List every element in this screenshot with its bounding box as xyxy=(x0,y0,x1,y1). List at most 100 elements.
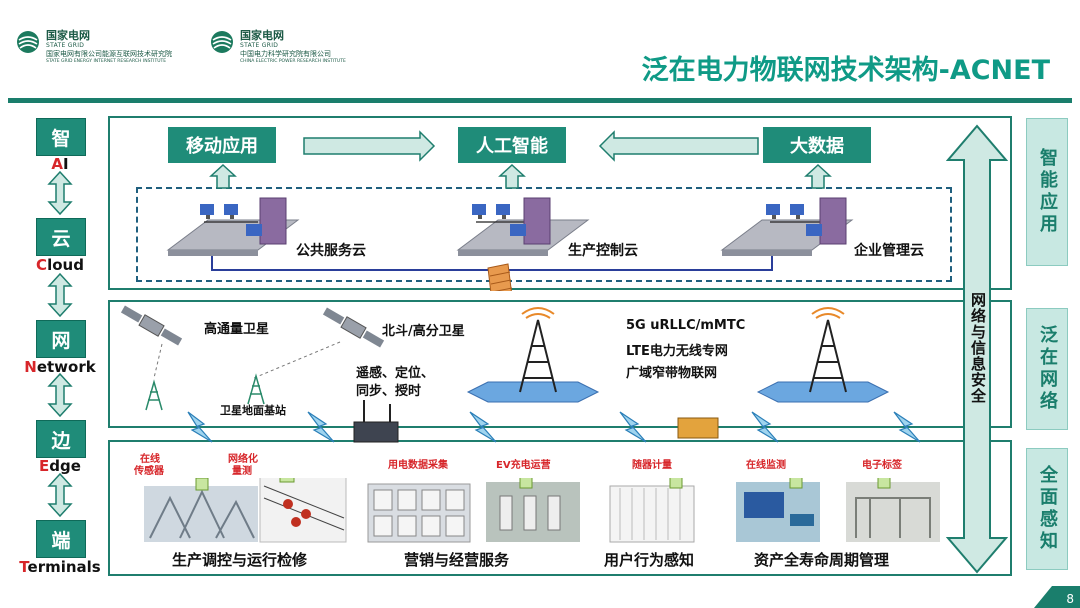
left-label-edge-first: E xyxy=(39,457,50,475)
double-arrow-icon xyxy=(47,170,73,216)
label-networked: 网络化 xyxy=(228,454,258,465)
logo2-sub-en: CHINA ELECTRIC POWER RESEARCH INSTITUTE xyxy=(240,59,346,64)
cloud-layer-graphics xyxy=(166,130,854,291)
state-grid-logo-1: 国家电网 STATE GRID 国家电网有限公司能源互联网技术研究院 STATE… xyxy=(16,30,172,64)
logo1-sub-en: STATE GRID ENERGY INTERNET RESEARCH INST… xyxy=(46,59,167,64)
wireless-link-icon xyxy=(619,411,647,443)
up-arrow-icon xyxy=(498,163,526,189)
left-label-network: Network xyxy=(0,358,120,376)
left-label-ai: AI xyxy=(0,155,120,173)
left-label-terminals: Terminals xyxy=(0,558,120,576)
wireless-link-icon xyxy=(307,411,335,443)
satellite-icon xyxy=(120,305,183,346)
label-sat-functions-2: 同步、授时 xyxy=(356,384,422,399)
app-ai: 人工智能 xyxy=(458,127,566,163)
page-number: 8 xyxy=(1066,592,1074,606)
right-box-ubiquitous-network: 泛在网络 xyxy=(1026,308,1068,430)
left-box-cloud: 云 xyxy=(36,218,86,256)
state-grid-logo-icon xyxy=(211,31,233,53)
production-control-cloud-server xyxy=(456,197,590,256)
security-double-arrow-icon xyxy=(946,124,1008,574)
perception-photos xyxy=(144,478,940,543)
label-user-behavior: 用户行为感知 xyxy=(604,551,695,569)
ev-charging-photo xyxy=(486,478,580,542)
logo1-sub: 国家电网有限公司能源互联网技术研究院 xyxy=(46,50,172,58)
label-sensor: 传感器 xyxy=(134,466,164,477)
label-electricity-data-collection: 用电数据采集 xyxy=(388,460,448,471)
wireless-link-icon xyxy=(751,411,779,443)
cell-tower-icon xyxy=(466,307,600,403)
radiator-photo xyxy=(609,478,695,543)
logo2-en: STATE GRID xyxy=(240,42,279,49)
label-online: 在线 xyxy=(140,454,160,465)
page-number-badge: 8 xyxy=(1034,586,1080,608)
left-label-network-first: N xyxy=(24,358,37,376)
left-label-ai-first: A xyxy=(51,155,63,173)
app-bigdata: 大数据 xyxy=(763,127,871,163)
label-asset-lifecycle: 资产全寿命周期管理 xyxy=(754,551,890,569)
logo1-cn: 国家电网 xyxy=(46,29,90,42)
substation-equipment-photo xyxy=(846,478,940,542)
enterprise-management-cloud-server xyxy=(720,197,854,256)
antenna-icon xyxy=(145,373,265,411)
label-ground-station: 卫星地面基站 xyxy=(220,404,286,417)
label-measurement: 量测 xyxy=(232,466,252,477)
cell-tower-icon xyxy=(756,307,890,403)
left-label-cloud: Cloud xyxy=(0,256,120,274)
double-arrow-icon xyxy=(47,272,73,318)
label-device-metering: 随器计量 xyxy=(632,460,672,471)
public-service-cloud-server xyxy=(166,197,300,256)
left-label-edge-rest: dge xyxy=(49,457,81,475)
app-mobile: 移动应用 xyxy=(168,127,276,163)
label-sat-functions-1: 遥感、定位、 xyxy=(356,366,435,381)
label-marketing-service: 营销与经营服务 xyxy=(404,551,510,569)
label-wireless-1: 5G uRLLC/mMTC xyxy=(626,318,746,333)
logo2-sub: 中国电力科学研究院有限公司 xyxy=(240,50,331,58)
router-icon xyxy=(677,417,719,439)
right-box-full-perception: 全面感知 xyxy=(1026,448,1068,570)
left-box-terminals: 端 xyxy=(36,520,86,558)
label-production-dispatch: 生产调控与运行检修 xyxy=(172,551,308,569)
left-label-terminals-first: T xyxy=(19,558,28,576)
double-arrow-icon xyxy=(47,372,73,418)
double-arrow-icon xyxy=(47,472,73,518)
slide-title: 泛在电力物联网技术架构-ACNET xyxy=(641,55,1050,86)
left-label-ai-rest: I xyxy=(63,155,69,173)
left-arrow-icon xyxy=(598,130,759,162)
up-arrow-icon xyxy=(209,163,237,189)
label-wireless-2: LTE电力无线专网 xyxy=(626,344,728,359)
satellite-icon xyxy=(322,307,385,348)
network-layer-panel xyxy=(108,300,1012,428)
state-grid-logo-2: 国家电网 STATE GRID 中国电力科学研究院有限公司 CHINA ELEC… xyxy=(210,30,346,64)
left-arrows xyxy=(47,170,73,518)
power-line-sensor-photo xyxy=(259,478,347,543)
state-grid-logo-icon xyxy=(17,31,39,53)
cloud-platform-boundary xyxy=(136,187,952,282)
wireless-link-icon xyxy=(469,411,497,443)
label-high-throughput-satellite: 高通量卫星 xyxy=(204,322,270,337)
left-label-cloud-rest: loud xyxy=(47,256,84,274)
left-box-edge: 边 xyxy=(36,420,86,458)
page-corner-shape xyxy=(1034,586,1080,608)
security-label: 网络与信息安全 xyxy=(969,292,987,404)
label-public-service-cloud: 公共服务云 xyxy=(296,243,366,259)
substation-photo xyxy=(144,478,258,542)
label-ev-charging: EV充电运营 xyxy=(496,460,551,471)
label-online-monitoring: 在线监测 xyxy=(746,460,786,471)
label-wireless-3: 广域窄带物联网 xyxy=(626,366,718,381)
wireless-link-icon xyxy=(893,411,921,443)
left-box-network: 网 xyxy=(36,320,86,358)
up-arrow-icon xyxy=(804,163,832,189)
firewall-icon xyxy=(487,263,513,291)
right-box-smart-apps: 智能应用 xyxy=(1026,118,1068,266)
left-label-terminals-rest: erminals xyxy=(27,558,101,576)
smart-meter-photo xyxy=(367,483,471,543)
left-label-cloud-first: C xyxy=(36,256,48,274)
label-electronic-tag: 电子标签 xyxy=(862,460,902,471)
label-enterprise-management-cloud: 企业管理云 xyxy=(854,243,924,259)
header-divider xyxy=(8,98,1072,103)
label-beidou-satellite: 北斗/高分卫星 xyxy=(382,324,465,339)
wireless-link-icon xyxy=(187,411,213,443)
ev-station-photo xyxy=(736,478,820,542)
left-label-edge: Edge xyxy=(0,457,120,475)
